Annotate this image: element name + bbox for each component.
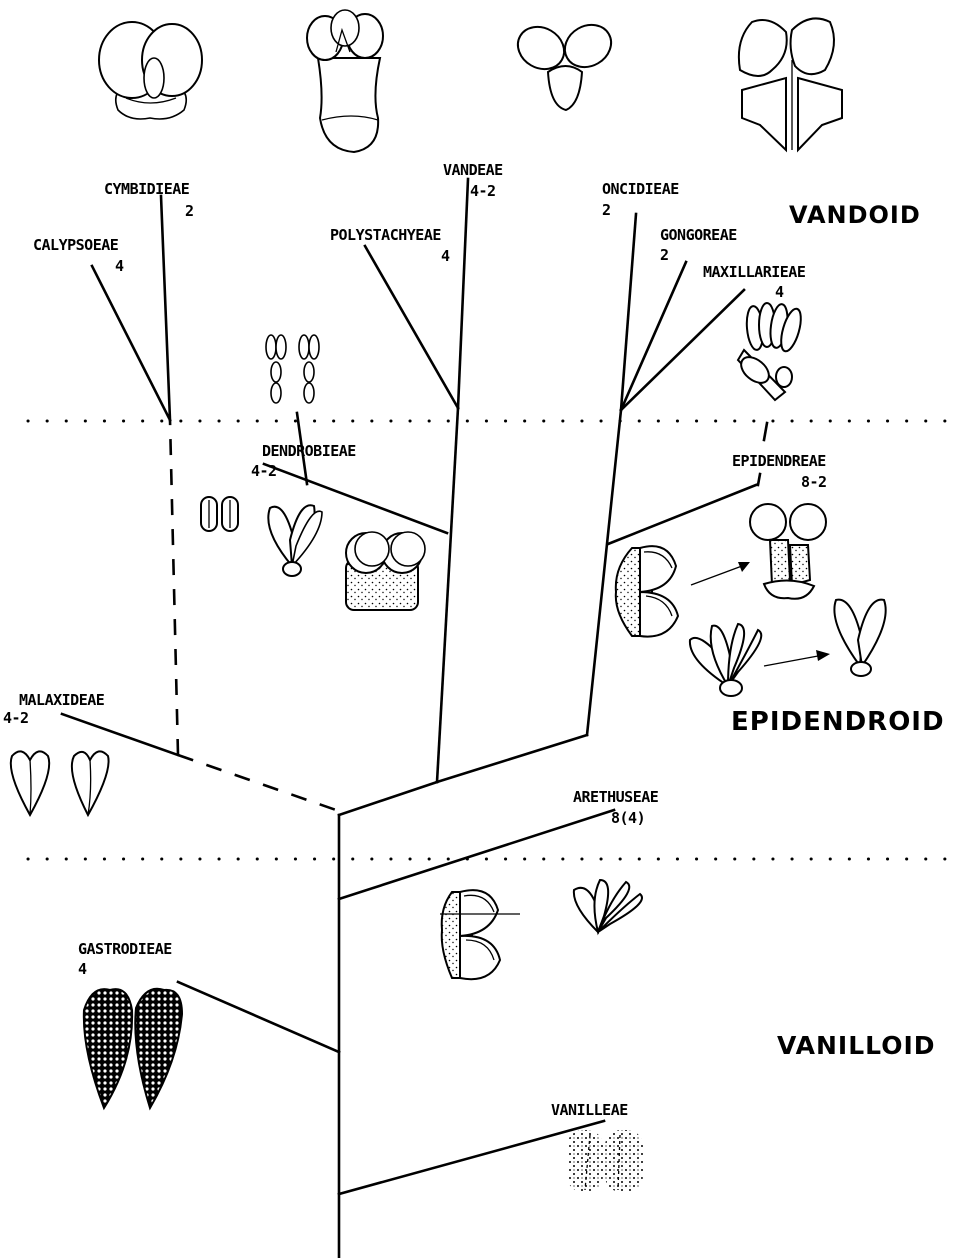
tribe-pollinia-arethuseae: 8(4) xyxy=(611,809,645,827)
tribe-name-epidendreae: EPIDENDREAE xyxy=(732,452,826,470)
tribe-name-malaxideae: MALAXIDEAE xyxy=(19,691,105,709)
flower-drawing-2 xyxy=(307,10,383,152)
pollinia-vanilleae-drawing xyxy=(567,1130,643,1192)
pollinia-clustered-drawing xyxy=(346,532,425,610)
tribe-name-cymbidieae: CYMBIDIEAE xyxy=(104,180,190,198)
tribe-name-maxillarieae: MAXILLARIEAE xyxy=(703,263,806,281)
tribe-pollinia-polystachyeae: 4 xyxy=(441,247,450,265)
pollinia-arethuseae-coiled-drawing xyxy=(440,890,520,979)
tribe-name-gongoreae: GONGOREAE xyxy=(660,226,737,244)
group-label-vandoid: VANDOID xyxy=(789,201,921,229)
tribe-pollinia-dendrobieae: 4-2 xyxy=(251,462,277,480)
pollinia-maxillarieae-drawing xyxy=(736,303,804,400)
tribe-name-dendrobieae: DENDROBIEAE xyxy=(262,442,356,460)
tribe-name-arethuseae: ARETHUSEAE xyxy=(573,788,659,806)
tribe-pollinia-malaxideae: 4-2 xyxy=(3,709,29,727)
tribe-name-oncidieae: ONCIDIEAE xyxy=(602,180,679,198)
flower-drawing-4 xyxy=(739,18,842,150)
tribe-pollinia-oncidieae: 2 xyxy=(602,201,611,219)
flower-drawing-3 xyxy=(510,17,619,110)
group-label-vanilloid: VANILLOID xyxy=(777,1031,936,1060)
pollinia-fan-drawing xyxy=(268,505,322,576)
pollinia-chain-drawing xyxy=(266,335,319,403)
tribe-name-gastrodieae: GASTRODIEAE xyxy=(78,940,172,958)
pollinia-gastrodieae-drawing xyxy=(84,989,182,1108)
tribe-name-polystachyeae: POLYSTACHYEAE xyxy=(330,226,441,244)
tribe-pollinia-calypsoeae: 4 xyxy=(115,257,124,275)
group-label-epidendroid: EPIDENDROID xyxy=(731,707,945,737)
pollinia-epidendreae-pair-drawing xyxy=(834,600,885,676)
tribe-pollinia-gongoreae: 2 xyxy=(660,246,669,264)
tribe-pollinia-epidendreae: 8-2 xyxy=(801,473,827,491)
tribe-name-calypsoeae: CALYPSOEAE xyxy=(33,236,119,254)
tribe-pollinia-gastrodieae: 4 xyxy=(78,960,87,978)
pollinia-epidendreae-stalked-drawing xyxy=(750,504,826,599)
flower-drawing-1 xyxy=(99,22,202,119)
tree-branches xyxy=(62,179,767,1258)
tribe-pollinia-maxillarieae: 4 xyxy=(775,283,784,301)
pollinia-epidendreae-fan-drawing xyxy=(690,624,761,696)
pollinia-arethuseae-fan-drawing xyxy=(574,880,642,932)
pollinia-malaxideae-drawing xyxy=(11,751,109,815)
pollinia-epidendreae-coiled-drawing xyxy=(616,546,678,636)
pollinia-pod-drawing xyxy=(201,497,238,531)
tribe-name-vandeae: VANDEAE xyxy=(443,161,503,179)
tribe-name-vanilleae: VANILLEAE xyxy=(551,1101,628,1119)
tribe-pollinia-cymbidieae: 2 xyxy=(185,202,194,220)
tribe-pollinia-vandeae: 4-2 xyxy=(470,182,496,200)
